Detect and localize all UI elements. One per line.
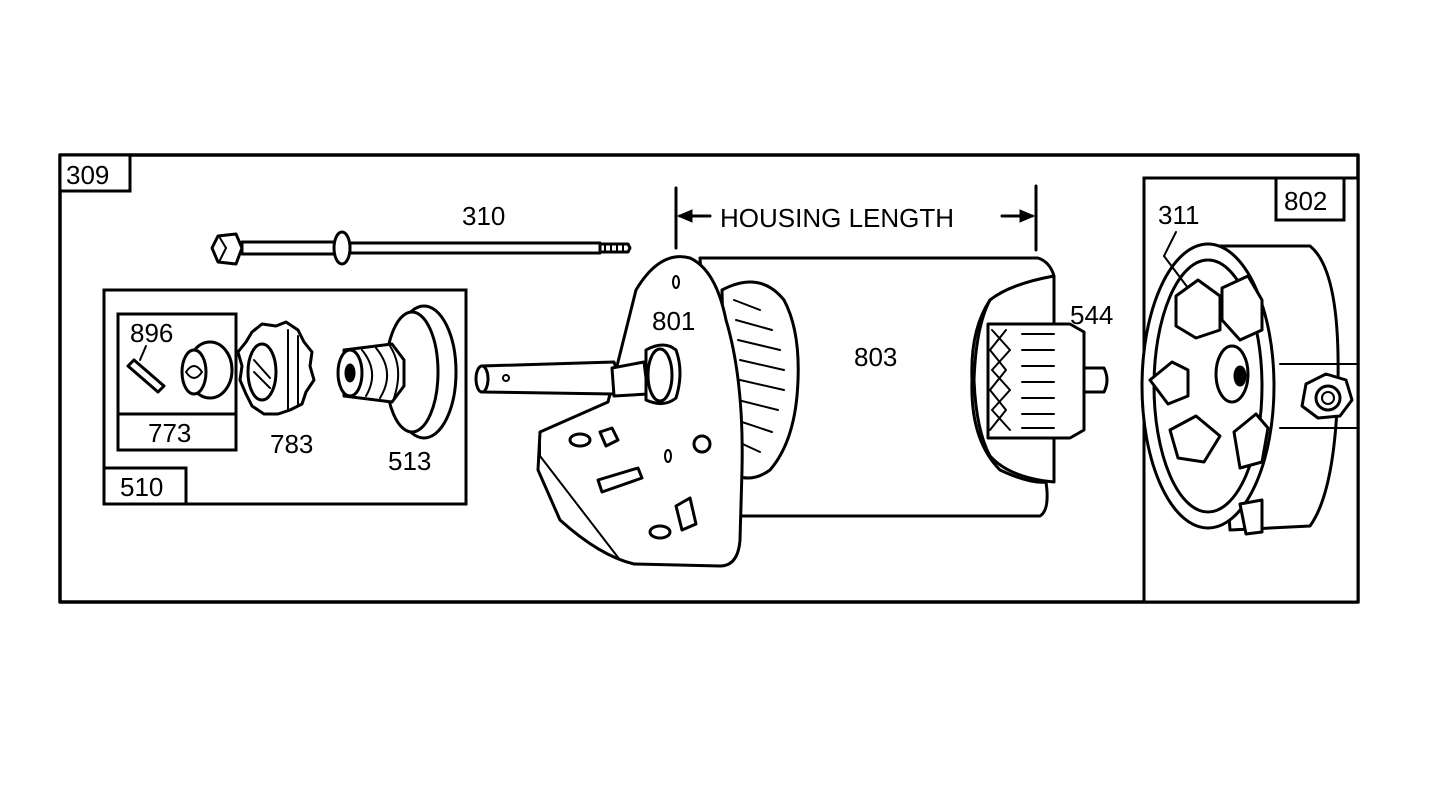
armature-544: 544	[986, 300, 1113, 440]
housing-length-label: HOUSING LENGTH	[720, 203, 954, 233]
part-label-510: 510	[120, 472, 163, 502]
nut	[1300, 372, 1354, 420]
pin-896	[126, 345, 166, 394]
end-cap-kit-802: 802 311	[1140, 176, 1360, 604]
helix-513: 513	[336, 304, 458, 476]
bolt-310: 310	[210, 201, 632, 266]
part-label-801: 801	[652, 306, 695, 336]
part-label-802: 802	[1284, 186, 1327, 216]
gear-783: 783	[236, 320, 316, 459]
part-label-896: 896	[130, 318, 173, 348]
part-label-311: 311	[1158, 200, 1199, 230]
part-label-803: 803	[854, 342, 897, 372]
part-label-773: 773	[148, 418, 191, 448]
housing-length-dimension: HOUSING LENGTH	[674, 184, 1038, 252]
part-label-783: 783	[270, 429, 313, 459]
end-cap-802-body	[1140, 231, 1357, 536]
part-label-544: 544	[1070, 300, 1113, 330]
retainer-773	[180, 340, 234, 400]
part-label-310: 310	[462, 201, 505, 231]
assembly-label: 309	[66, 160, 109, 190]
drive-end-cap-801: 801	[474, 255, 800, 568]
drive-kit-510: 510 773 896 783	[102, 288, 468, 506]
part-label-513: 513	[388, 446, 431, 476]
